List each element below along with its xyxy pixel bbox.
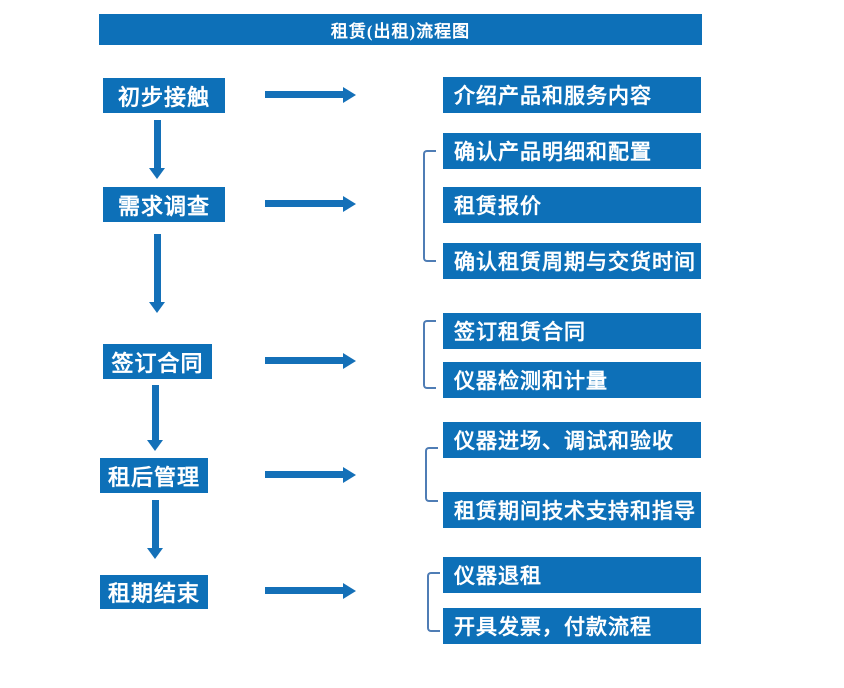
bracket-group-sign-contract (423, 320, 436, 389)
diagram-title: 租赁(出租)流程图 (99, 14, 702, 45)
arrow-shaft (152, 500, 159, 548)
output-box-rental-quote: 租赁报价 (443, 187, 701, 223)
output-box-invoice-payment: 开具发票，付款流程 (443, 608, 701, 644)
bracket-group-post-rental (425, 447, 438, 502)
arrow-shaft (154, 120, 161, 168)
arrow-right-icon (343, 353, 356, 369)
output-box-instrument-return: 仪器退租 (443, 557, 701, 593)
output-box-sign-rental-contract: 签订租赁合同 (443, 313, 701, 349)
output-box-confirm-details: 确认产品明细和配置 (443, 133, 701, 169)
bracket-group-demand-survey (423, 150, 436, 262)
arrow-right-icon (343, 467, 356, 483)
arrow-shaft (152, 385, 159, 440)
arrow-right-icon (343, 87, 356, 103)
arrow-shaft (265, 200, 343, 207)
step-box-demand-survey: 需求调查 (103, 187, 225, 222)
arrow-shaft (265, 357, 343, 364)
output-box-confirm-period-delivery: 确认租赁周期与交货时间 (443, 243, 701, 279)
step-box-lease-end: 租期结束 (100, 575, 208, 609)
arrow-right-icon (343, 196, 356, 212)
arrow-shaft (265, 471, 343, 478)
step-box-sign-contract: 签订合同 (103, 344, 212, 379)
arrow-shaft (154, 234, 161, 302)
output-box-instrument-inspection: 仪器检测和计量 (443, 362, 701, 398)
arrow-shaft (265, 91, 343, 98)
arrow-down-icon (149, 302, 165, 313)
step-box-post-rental-management: 租后管理 (100, 458, 208, 493)
bracket-group-lease-end (427, 572, 440, 632)
output-box-introduce-products: 介绍产品和服务内容 (443, 77, 701, 113)
arrow-down-icon (149, 168, 165, 179)
arrow-down-icon (147, 440, 163, 451)
arrow-shaft (265, 587, 343, 594)
output-box-instrument-setup-acceptance: 仪器进场、调试和验收 (443, 422, 701, 458)
arrow-down-icon (147, 548, 163, 559)
arrow-right-icon (343, 583, 356, 599)
step-box-initial-contact: 初步接触 (103, 78, 225, 113)
output-box-technical-support: 租赁期间技术支持和指导 (443, 492, 701, 528)
